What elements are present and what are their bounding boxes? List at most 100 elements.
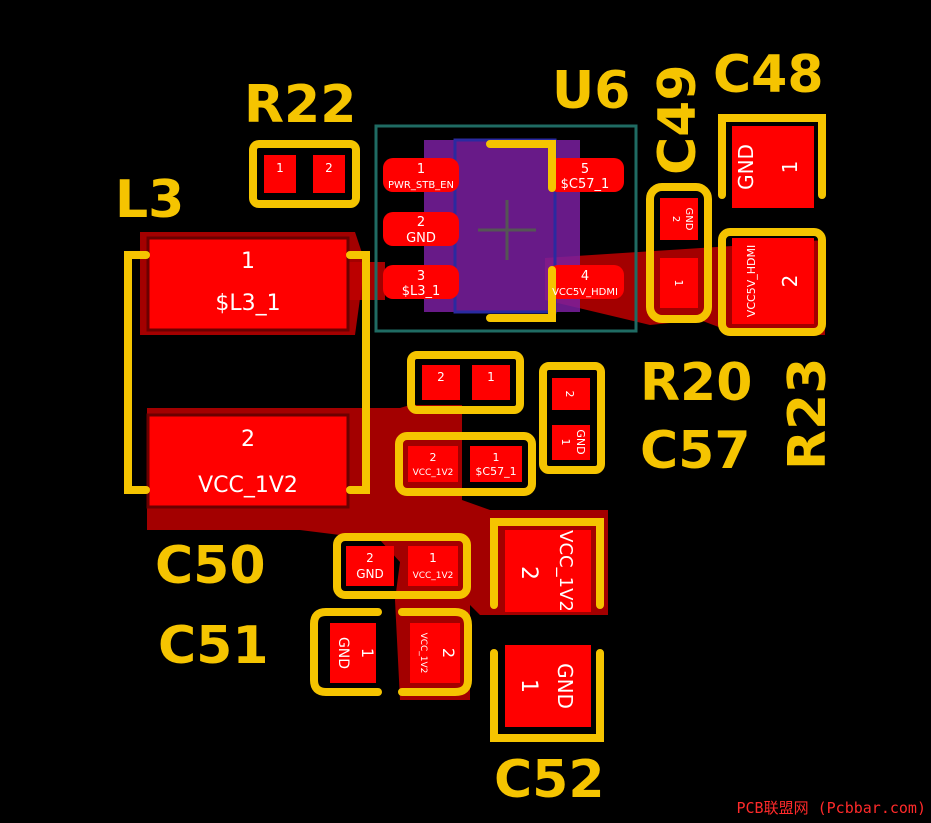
c51-pad-1-number: 1 [358,648,377,658]
silkscreen-outlines [124,114,826,742]
l3-pad-2[interactable] [146,413,350,509]
l3-pad-1-net: $L3_1 [215,291,280,316]
u6-courtyard [374,124,638,333]
r23-pad-2-net: VCC5V_HDMI [745,245,758,317]
c51-pad-2[interactable] [410,623,460,683]
c50-pad-1-number: 1 [429,551,437,565]
u6-pad-1[interactable] [383,158,459,192]
c51-outline-right [398,608,472,696]
c57b-outline [539,362,605,474]
r22-pad-1[interactable] [264,155,296,193]
watermark: PCB联盟网 (Pcbbar.com) [737,799,927,817]
c52-pad-1-net: GND [553,663,577,709]
c52-pad-2-number: 2 [516,566,541,580]
c57b-pad-1[interactable] [552,425,590,460]
u6-pad-1-number: 1 [417,162,425,177]
pads [146,126,814,727]
c57b-pad-2[interactable] [552,378,590,410]
c49-pad-1[interactable] [660,258,698,308]
c50-pad-2[interactable] [346,546,394,586]
u6-pad-5-net: $C57_1 [561,177,610,192]
r20-pad-1[interactable] [472,365,510,400]
designator-c51: C51 [158,616,269,676]
l3-outline-right [346,251,370,494]
u6-pad-5-number: 5 [581,162,589,177]
c50-pad-1[interactable] [408,546,458,586]
designator-c57: C57 [640,421,751,481]
r20-pad-2[interactable] [422,365,460,400]
designator-c52: C52 [494,750,605,810]
l3-pad-1-number: 1 [241,249,255,274]
u6-pad-3[interactable] [383,265,459,299]
designator-r23: R23 [778,358,838,470]
c57a-pad-2[interactable] [408,446,458,482]
c51-pad-2-net: VCC_1V2 [418,633,428,674]
c51-pad-1[interactable] [330,623,376,683]
c57a-pad-2-net: VCC_1V2 [413,468,454,478]
u6-pad-3-number: 3 [417,269,425,284]
c52-pad-2-net: VCC_1V2 [555,530,576,612]
c57b-pad-1-number: 1 [559,439,572,446]
u6-pad-3-net: $L3_1 [402,284,441,299]
r23-pad-2-number: 2 [778,275,802,288]
c52-pad-2[interactable] [505,530,591,612]
c57a-pad-1[interactable] [470,446,522,482]
u6-pad-1-net: PWR_STB_EN [388,180,454,191]
r23-outline [718,228,826,336]
u6-outline-top [486,140,556,192]
c50-outline [333,533,471,599]
u6-pad-4-number: 4 [581,269,589,284]
c50-pad-1-net: VCC_1V2 [413,571,454,581]
r20-pad-2-label: 2 [437,370,445,384]
c52-outline-bottom [490,649,604,742]
c49-pad-2-number: 2 [670,216,681,222]
c51-pad-2-number: 2 [439,648,458,658]
c51-pad-1-net: GND [335,637,351,669]
c50-pad-2-net: GND [356,567,384,581]
l3-pad-2-net: VCC_1V2 [198,473,298,498]
c48-outline [718,114,826,199]
r23-pad-2[interactable] [732,238,814,324]
designator-r20: R20 [640,353,752,413]
r22-pad-1-label: 1 [276,161,284,175]
c49-pad-1-number: 1 [672,280,685,287]
c57a-outline [395,432,536,496]
c51-outline-left [310,608,382,696]
designator-c48: C48 [713,45,824,105]
l3-pad-1[interactable] [146,236,350,332]
u6-pad-2-net: GND [406,231,436,246]
l3-pad-2-number: 2 [241,427,255,452]
u6-pad-2[interactable] [383,212,459,246]
c57a-pad-1-net: $C57_1 [475,465,516,478]
designator-l3: L3 [115,170,184,230]
designators: R22 L3 U6 C49 C48 R20 C57 R23 C50 C51 C5… [115,45,838,810]
designator-c49: C49 [648,64,708,175]
c57a-pad-1-number: 1 [493,451,500,464]
c48-pad-1[interactable] [732,126,814,208]
pad-labels: 1 2 1 $L3_1 2 VCC_1V2 1 PWR_STB_EN 2 GND… [198,144,802,709]
r20-pad-1-label: 1 [487,370,495,384]
r22-outline [249,140,360,208]
r20-outline [407,351,524,414]
c48-pad-1-net: GND [734,144,758,190]
u6-pad-4[interactable] [548,265,624,299]
u6-pad-5[interactable] [548,158,624,192]
u6-pad-2-number: 2 [417,215,425,230]
c57b-pad-1-net: GND [574,429,587,454]
u6-pad-4-net: VCC5V_HDMI [552,287,618,298]
c49-outline [646,183,712,323]
designator-c50: C50 [155,536,266,596]
c52-pad-1[interactable] [505,645,591,727]
r22-pad-2[interactable] [313,155,345,193]
c52-outline-top [490,518,604,609]
c49-pad-2-net: GND [683,208,694,231]
c50-pad-2-number: 2 [366,551,374,565]
c52-pad-1-number: 1 [516,679,541,693]
c57b-pad-2-number: 2 [563,391,576,398]
u6-outline-bottom [486,266,556,322]
c48-pad-1-number: 1 [778,161,802,174]
c57a-pad-2-number: 2 [430,451,437,464]
c49-pad-2[interactable] [660,198,698,240]
r22-pad-2-label: 2 [325,161,333,175]
